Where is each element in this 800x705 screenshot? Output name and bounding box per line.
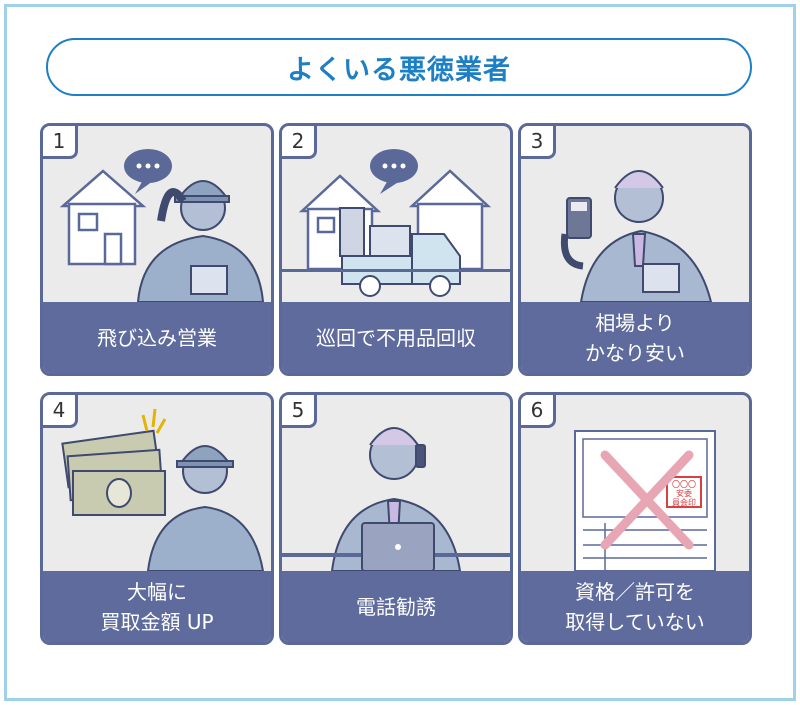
card-number: 2 xyxy=(282,126,317,159)
card-label-line: 飛び込み営業 xyxy=(97,325,217,350)
worker-with-house-illustration xyxy=(59,149,265,302)
page-title: よくいる悪徳業者 xyxy=(46,38,752,96)
card-very-cheap-price: 3 相場より かなり安い xyxy=(518,123,752,376)
worker-icon xyxy=(146,445,265,571)
license-certificate-illustration: 〇〇〇 安委 員会印 xyxy=(574,430,716,571)
house-icon xyxy=(59,169,147,266)
calculator-icon xyxy=(560,197,592,270)
laptop-icon xyxy=(282,522,510,571)
speech-bubble-icon xyxy=(370,149,418,194)
speech-bubble-icon xyxy=(124,149,172,194)
worker-with-money-illustration xyxy=(61,408,265,571)
truck-icon xyxy=(282,207,510,297)
card-number: 3 xyxy=(521,126,556,159)
card-label-line: 電話勧誘 xyxy=(356,594,436,619)
card-number: 4 xyxy=(43,395,78,428)
card-label-line: 相場より xyxy=(595,310,675,335)
card-number: 5 xyxy=(282,395,317,428)
money-icon xyxy=(61,408,167,516)
card-label: 資格／許可を 取得していない xyxy=(521,571,749,642)
card-label-line: 取得していない xyxy=(565,609,705,634)
license-stamp-text: 安委 xyxy=(676,488,692,498)
card-increased-purchase-price: 4 大幅に 買取金額 UP xyxy=(40,392,274,645)
card-number: 1 xyxy=(43,126,78,159)
businessman-with-calculator-illustration xyxy=(560,170,713,302)
license-stamp-text: 員会印 xyxy=(672,497,696,507)
card-label-line: 巡回で不用品回収 xyxy=(316,325,476,350)
phone-icon xyxy=(415,444,426,468)
card-label-line: 大幅に xyxy=(127,579,187,604)
card-label-line: 買取金額 UP xyxy=(100,609,214,634)
card-label: 飛び込み営業 xyxy=(43,302,271,373)
card-patrol-collection: 2 巡回で不用品回収 xyxy=(279,123,513,376)
card-door-to-door-sales: 1 飛び込み営業 xyxy=(40,123,274,376)
worker-icon xyxy=(136,180,265,302)
card-label: 電話勧誘 xyxy=(282,571,510,642)
card-label: 大幅に 買取金額 UP xyxy=(43,571,271,642)
cross-mark-icon xyxy=(600,450,694,550)
card-label-line: 資格／許可を xyxy=(575,579,695,604)
worker-icon xyxy=(579,170,713,302)
card-number: 6 xyxy=(521,395,556,428)
card-label-line: かなり安い xyxy=(585,340,685,365)
card-no-license: 〇〇〇 安委 員会印 6 資格／許可を 取得していない xyxy=(518,392,752,645)
truck-with-houses-illustration xyxy=(282,149,510,297)
businessman-on-phone-illustration xyxy=(282,427,510,571)
card-phone-solicitation: 5 電話勧誘 xyxy=(279,392,513,645)
card-label: 巡回で不用品回収 xyxy=(282,302,510,373)
license-stamp-text: 〇〇〇 xyxy=(672,480,696,489)
card-label: 相場より かなり安い xyxy=(521,302,749,373)
